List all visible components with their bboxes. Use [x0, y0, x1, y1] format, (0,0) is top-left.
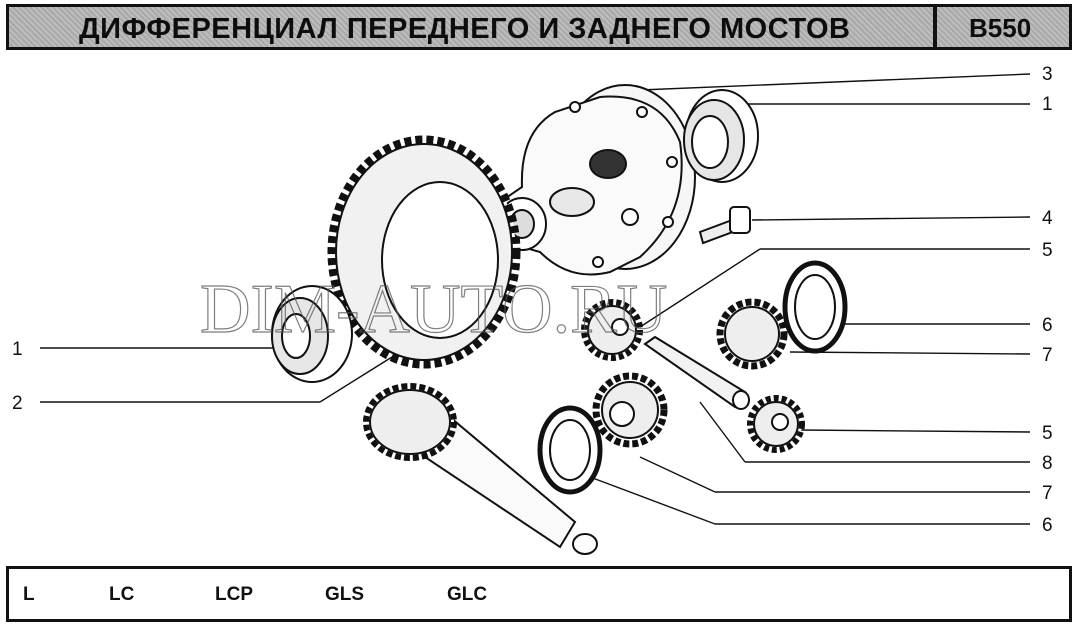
callout-6-top: 6 — [1042, 315, 1053, 336]
variant-lc: LC — [109, 584, 135, 605]
diagram-code: B550 — [969, 13, 1032, 43]
callout-2: 2 — [12, 393, 23, 414]
leader-lines — [40, 73, 1031, 525]
page-header: ДИФФЕРЕНЦИАЛ ПЕРЕДНЕГО И ЗАДНЕГО МОСТОВ … — [6, 4, 1072, 50]
callout-4: 4 — [1042, 208, 1053, 229]
variant-gls: GLS — [325, 584, 365, 605]
satellite-axle — [643, 335, 750, 410]
callout-5-top: 5 — [1042, 240, 1053, 261]
planet-gears — [581, 299, 805, 453]
callout-8: 8 — [1042, 453, 1053, 474]
ring-gear — [327, 135, 521, 369]
variant-glc: GLC — [447, 584, 488, 605]
callout-1-top: 1 — [1042, 94, 1053, 115]
model-variants-bar: L LC LCP GLS GLC — [6, 566, 1072, 622]
callout-1-left: 1 — [12, 339, 23, 360]
callout-7-bottom: 7 — [1042, 483, 1053, 504]
bearing-top — [683, 89, 759, 183]
variant-l: L — [23, 584, 35, 605]
callout-7-top: 7 — [1042, 345, 1053, 366]
callout-6-bottom: 6 — [1042, 515, 1053, 536]
side-gears — [592, 298, 788, 448]
callout-5-bottom: 5 — [1042, 423, 1053, 444]
thrust-washers — [537, 260, 848, 495]
variant-lcp: LCP — [215, 584, 253, 605]
bearing-left — [271, 285, 353, 383]
watermark-text: DIM-AUTO.RU — [200, 271, 667, 348]
callout-labels: 3 1 4 5 6 7 5 8 7 6 1 2 — [12, 64, 1053, 536]
page-title: ДИФФЕРЕНЦИАЛ ПЕРЕДНЕГО И ЗАДНЕГО МОСТОВ — [79, 13, 851, 45]
header-divider — [933, 4, 937, 50]
bolt — [698, 206, 751, 245]
drive-pinion — [363, 383, 598, 555]
callout-3: 3 — [1042, 64, 1053, 85]
exploded-diagram: DIM-AUTO.RU 3 1 4 5 6 7 5 8 7 6 1 2 — [0, 52, 1080, 560]
differential-housing — [497, 84, 696, 276]
